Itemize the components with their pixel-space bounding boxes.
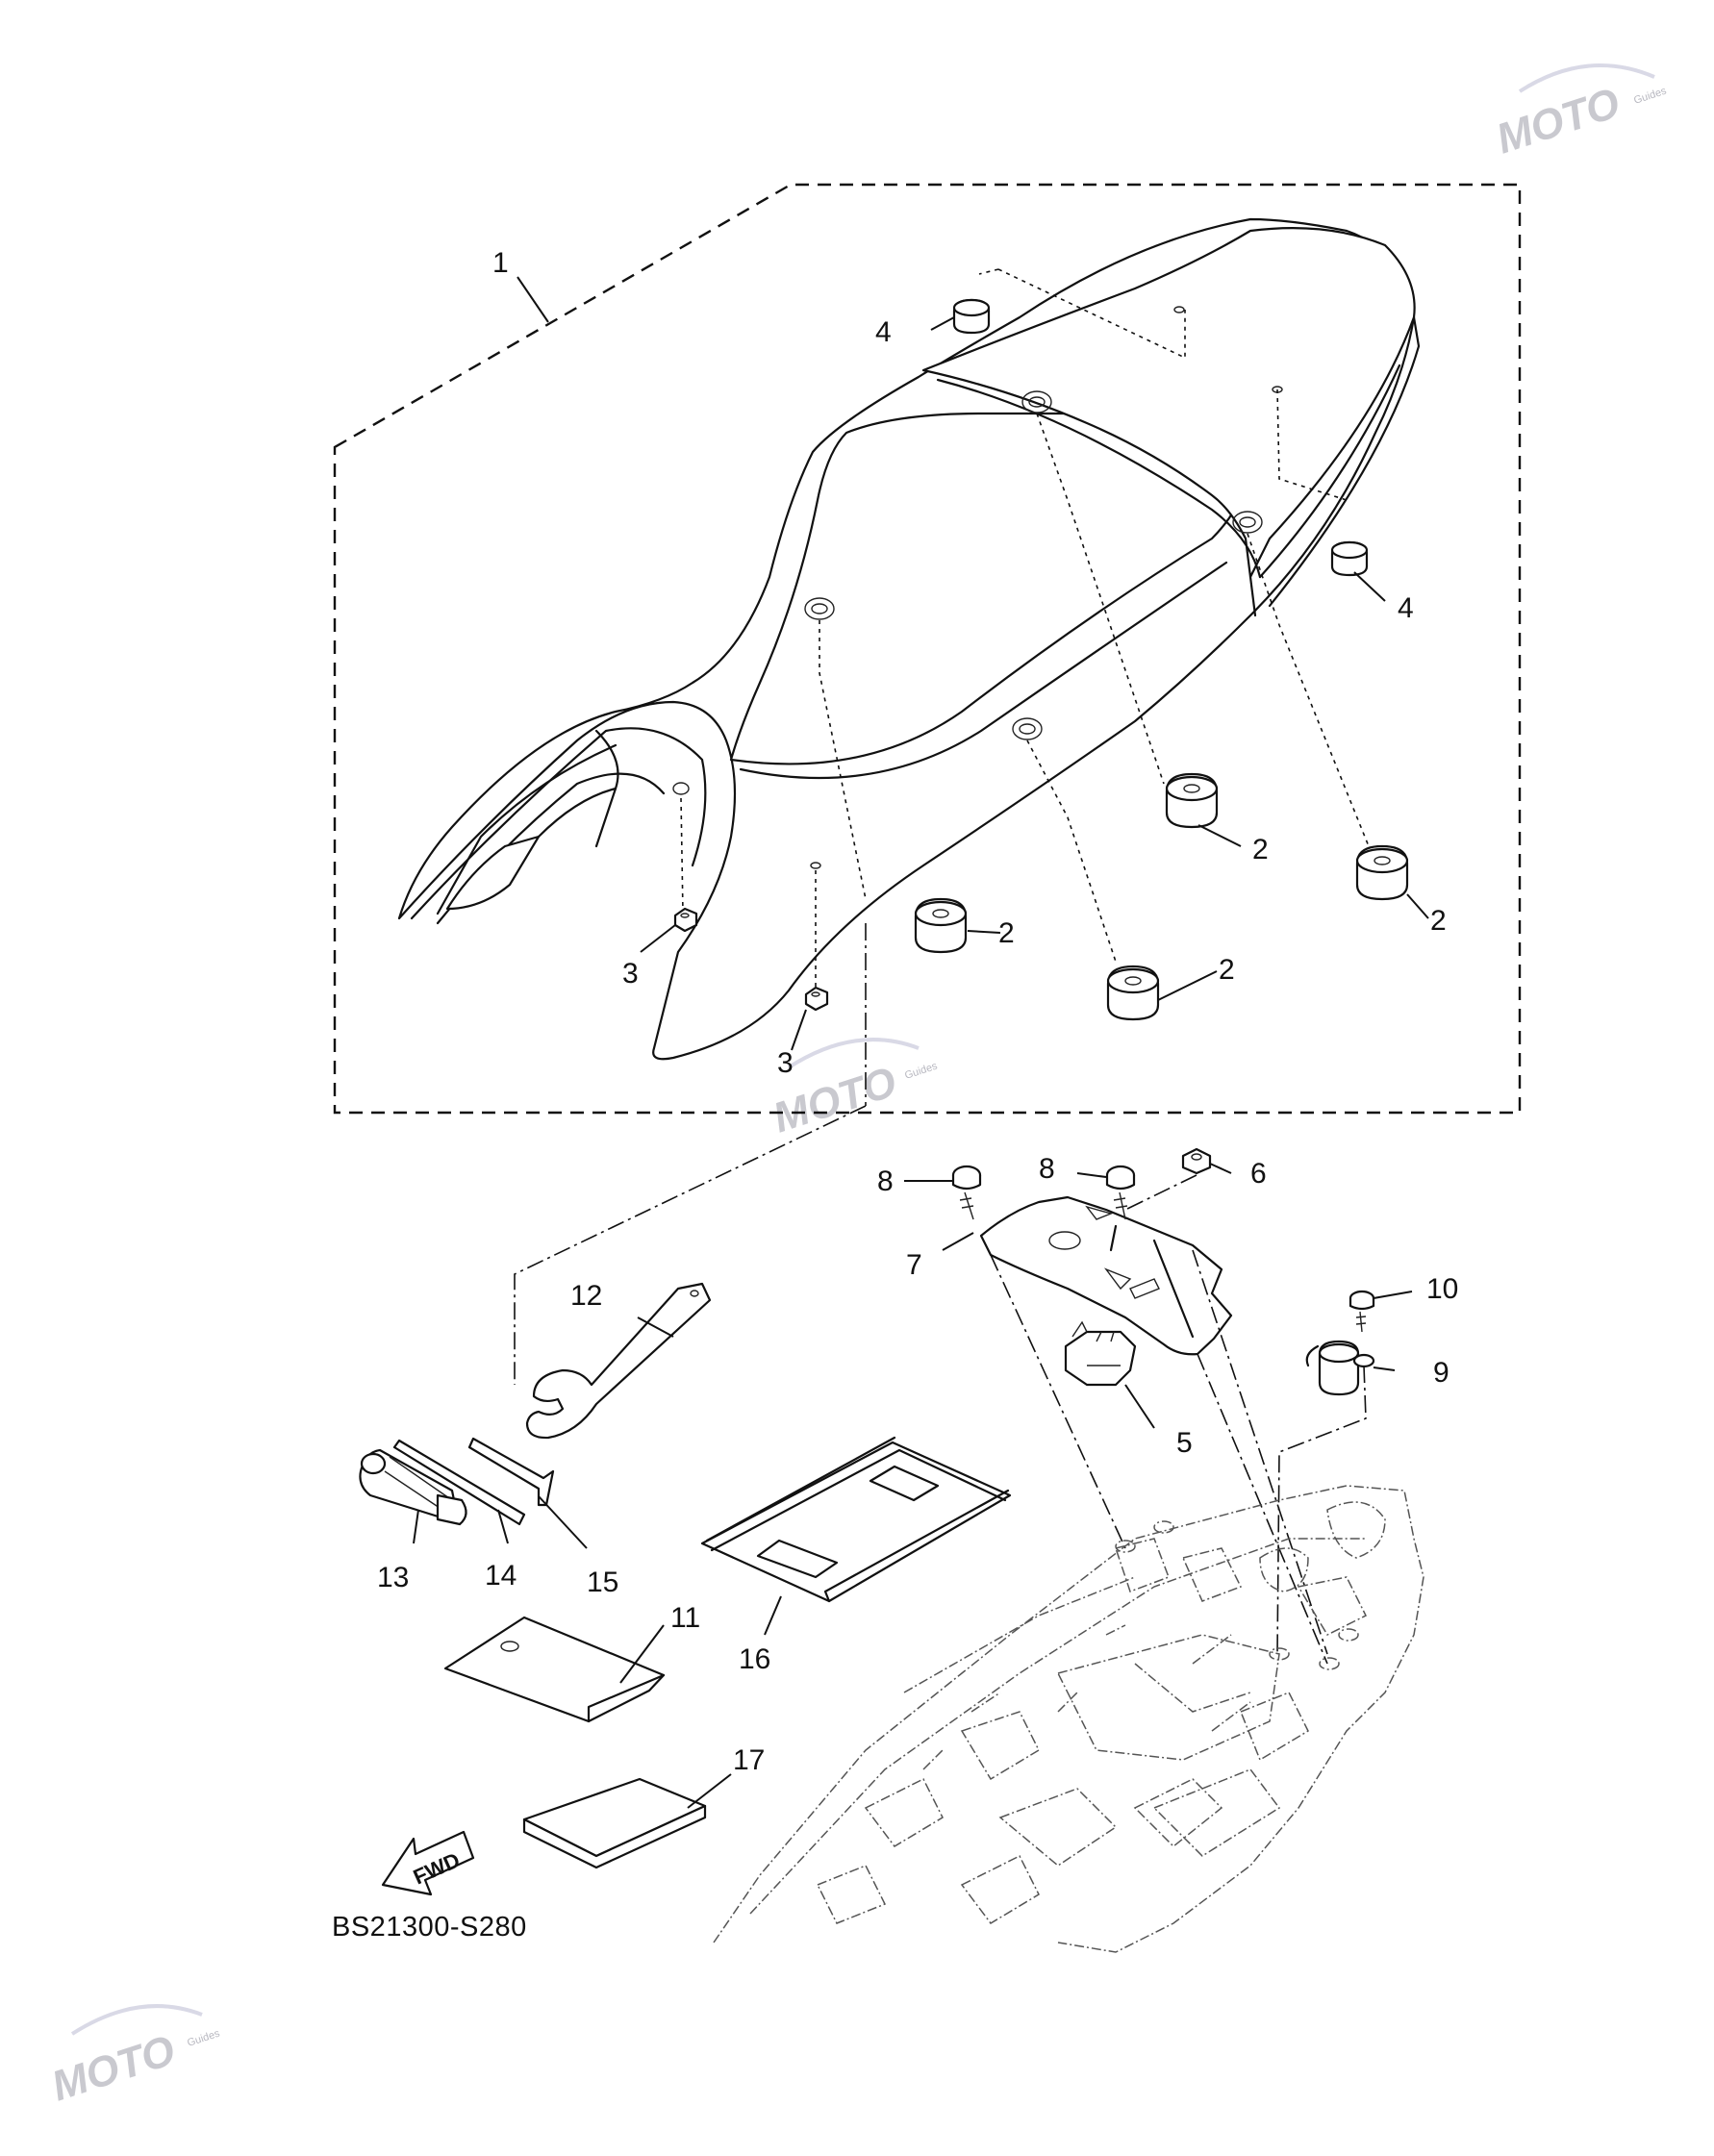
forward-direction-arrow: FWD (381, 1830, 475, 1896)
watermark-tag: Guides (1632, 86, 1668, 107)
callout-4b: 4 (1398, 592, 1414, 624)
callout-17: 17 (733, 1744, 765, 1776)
damper-parts (914, 772, 1409, 1021)
callout-8a: 8 (877, 1166, 894, 1197)
document-bag-16 (700, 1436, 1012, 1603)
watermark-tag: Guides (186, 2028, 221, 2049)
watermark-logo-center: MOTO Guides (768, 1038, 940, 1142)
screw-10 (1349, 1290, 1375, 1333)
nut-6 (1181, 1147, 1212, 1175)
callout-2a: 2 (998, 917, 1015, 949)
bolt-8b (1105, 1165, 1136, 1220)
callout-9: 9 (1433, 1357, 1449, 1389)
callout-3a: 3 (622, 958, 639, 990)
damper-2d (1355, 844, 1409, 901)
callout-2d: 2 (1430, 905, 1447, 937)
callout-12: 12 (570, 1280, 602, 1312)
nut-3a (673, 907, 698, 933)
frame-attachment-lines (990, 1249, 1328, 1665)
watermark-tag: Guides (903, 1061, 939, 1082)
bolt-8a (951, 1165, 982, 1220)
tool-bag-11 (443, 1616, 666, 1723)
callout-15: 15 (587, 1567, 618, 1598)
callout-10: 10 (1426, 1273, 1458, 1305)
callout-4a: 4 (875, 316, 892, 348)
damper-2a (914, 897, 968, 954)
rubber-parts (952, 298, 1369, 577)
watermark-logo-top-right: MOTO Guides (1491, 63, 1669, 163)
owners-manual-17 (522, 1777, 707, 1869)
diagram-code: BS21300-S280 (332, 1912, 527, 1943)
callout-1: 1 (492, 247, 509, 279)
seat-lock-bracket (951, 1147, 1233, 1387)
callout-numbers: 1 2 2 2 2 3 3 4 4 5 6 7 8 8 9 10 11 12 1… (377, 247, 1458, 1776)
callout-3b: 3 (777, 1047, 794, 1079)
screwdriver-bit-14 (392, 1439, 526, 1526)
watermark-brand: MOTO (46, 2026, 181, 2110)
damper-2b (1106, 965, 1160, 1021)
cable-guide-parts (1276, 1290, 1375, 1655)
callout-8b: 8 (1039, 1153, 1055, 1185)
callout-5: 5 (1176, 1427, 1193, 1459)
callout-6: 6 (1250, 1158, 1267, 1190)
callout-2b: 2 (1219, 954, 1235, 986)
callout-13: 13 (377, 1562, 409, 1593)
watermark-brand: MOTO (1491, 79, 1626, 163)
screwdriver-handle-13 (359, 1448, 467, 1526)
callout-14: 14 (485, 1560, 517, 1592)
seat (397, 217, 1421, 1061)
callout-16: 16 (739, 1643, 770, 1675)
callout-11: 11 (670, 1602, 700, 1634)
seat-assembly-boundary (333, 183, 1522, 1115)
leader-lines (413, 276, 1429, 1809)
damper-2c (1165, 772, 1219, 829)
callout-2c: 2 (1252, 834, 1269, 865)
hex-wrench-15 (467, 1437, 555, 1507)
rubber-4a (952, 298, 991, 335)
nut-3b (804, 986, 829, 1012)
projection-lines (680, 268, 1372, 990)
rear-frame-phantom (713, 1485, 1424, 1953)
tool-kit (359, 923, 1012, 1869)
rubber-4b (1330, 540, 1369, 577)
callout-7: 7 (906, 1249, 922, 1281)
watermark-logo-bottom-left: MOTO Guides (46, 2004, 222, 2111)
hook-wrench-12 (525, 1282, 712, 1440)
